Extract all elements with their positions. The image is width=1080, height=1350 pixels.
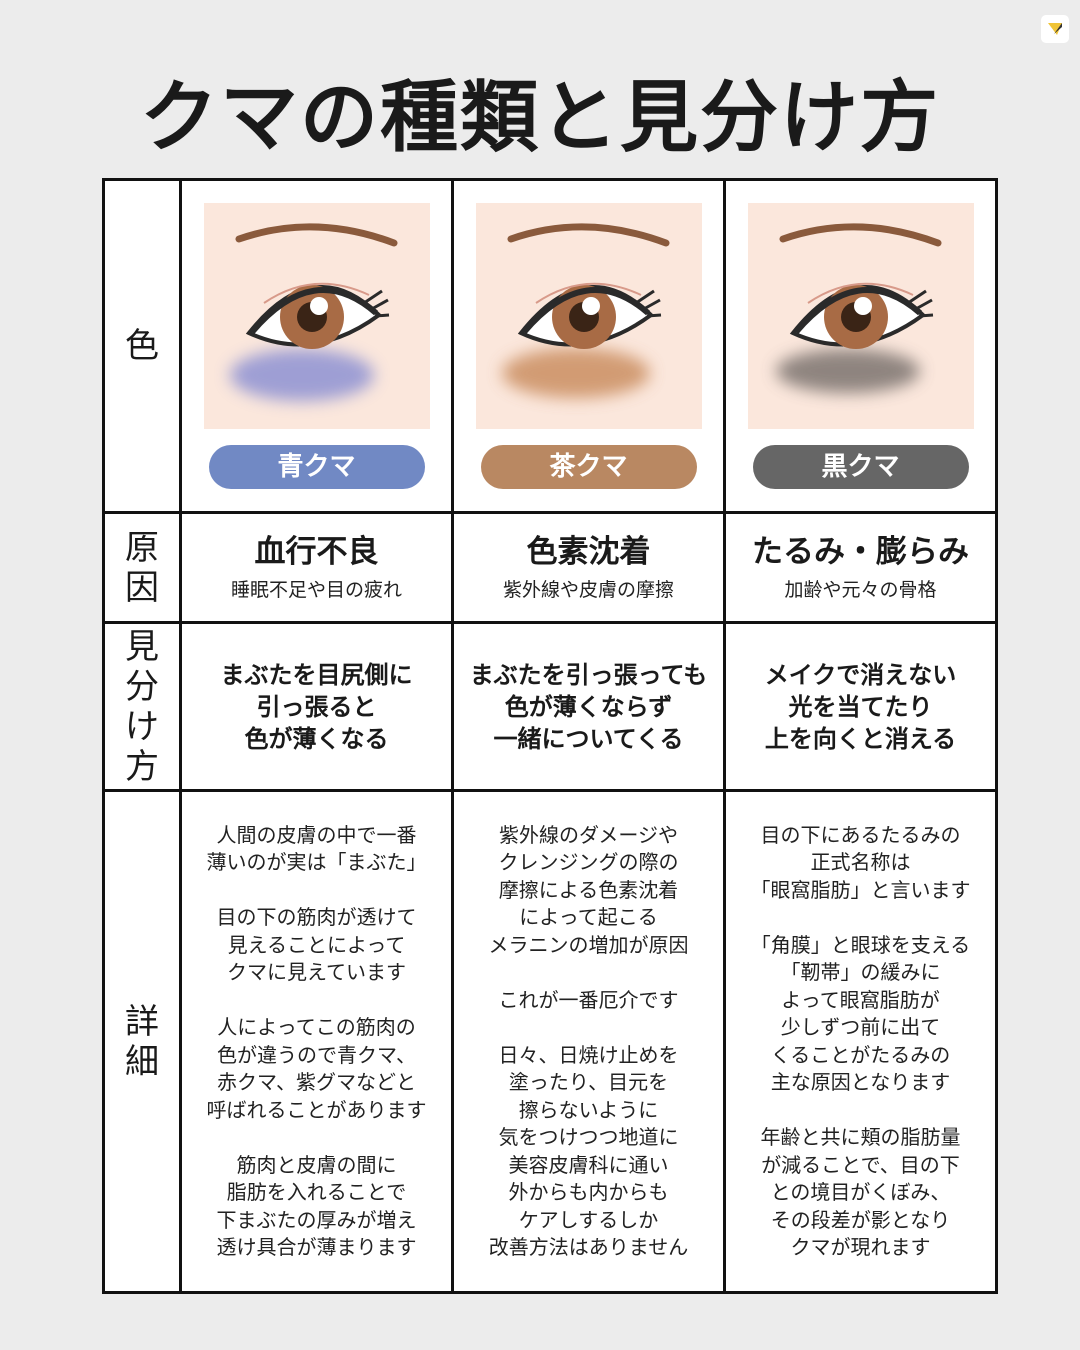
cell-howto-black: メイクで消えない 光を当てたり 上を向くと消える xyxy=(723,621,998,792)
cause-subtitle: 加齢や元々の骨格 xyxy=(784,578,937,601)
label-black-kuma: 黒クマ xyxy=(752,445,969,489)
howto-text: まぶたを引っ張っても 色が薄くならず 一緒についてくる xyxy=(469,660,708,753)
cell-detail-brown: 紫外線のダメージや クレンジングの際の 摩擦による色素沈着 によって起こる メラ… xyxy=(451,789,726,1294)
cause-title: 色素沈着 xyxy=(526,533,651,570)
detail-text: 紫外線のダメージや クレンジングの際の 摩擦による色素沈着 によって起こる メラ… xyxy=(488,822,689,1260)
cell-detail-blue: 人間の皮膚の中で一番 薄いのが実は「まぶた」 目の下の筋肉が透けて 見えることに… xyxy=(179,789,454,1294)
cell-detail-black: 目の下にあるたるみの 正式名称は 「眼窩脂肪」と言います 「角膜」と眼球を支える… xyxy=(723,789,998,1294)
row-howto: 見分け方 まぶたを目尻側に 引っ張ると 色が薄くなる まぶたを引っ張っても 色が… xyxy=(102,621,998,792)
row-color: 色 青クマ xyxy=(102,178,998,514)
row-cause: 原因 血行不良 睡眠不足や目の疲れ 色素沈着 紫外線や皮膚の摩擦 たるみ・膨らみ… xyxy=(102,511,998,624)
row-label-color: 色 xyxy=(102,178,182,514)
cell-color-black: 黒クマ xyxy=(723,178,998,514)
brown-eye-illustration-icon xyxy=(475,203,702,429)
logo-mark-icon xyxy=(1041,15,1069,43)
row-label-detail: 詳細 xyxy=(102,789,182,1294)
detail-text: 人間の皮膚の中で一番 薄いのが実は「まぶた」 目の下の筋肉が透けて 見えることに… xyxy=(206,822,427,1260)
detail-text: 目の下にあるたるみの 正式名称は 「眼窩脂肪」と言います 「角膜」と眼球を支える… xyxy=(750,822,971,1260)
row-label-howto: 見分け方 xyxy=(102,621,182,792)
page-title: クマの種類と見分け方 xyxy=(139,73,940,163)
howto-text: メイクで消えない 光を当てたり 上を向くと消える xyxy=(764,660,957,753)
cell-color-blue: 青クマ xyxy=(179,178,454,514)
blue-eye-illustration-icon xyxy=(203,203,430,429)
cell-howto-brown: まぶたを引っ張っても 色が薄くならず 一緒についてくる xyxy=(451,621,726,792)
cell-cause-black: たるみ・膨らみ 加齢や元々の骨格 xyxy=(723,511,998,624)
howto-text: まぶたを目尻側に 引っ張ると 色が薄くなる xyxy=(220,660,413,753)
cell-cause-brown: 色素沈着 紫外線や皮膚の摩擦 xyxy=(451,511,726,624)
cause-subtitle: 睡眠不足や目の疲れ xyxy=(230,578,402,601)
cell-howto-blue: まぶたを目尻側に 引っ張ると 色が薄くなる xyxy=(179,621,454,792)
cause-title: たるみ・膨らみ xyxy=(752,533,969,570)
row-label-cause: 原因 xyxy=(102,511,182,624)
cause-subtitle: 紫外線や皮膚の摩擦 xyxy=(502,578,674,601)
cause-title: 血行不良 xyxy=(254,533,379,570)
comparison-table: 色 青クマ xyxy=(102,178,998,1294)
label-blue-kuma: 青クマ xyxy=(208,445,425,489)
cell-cause-blue: 血行不良 睡眠不足や目の疲れ xyxy=(179,511,454,624)
black-eye-illustration-icon xyxy=(747,203,974,429)
cell-color-brown: 茶クマ xyxy=(451,178,726,514)
label-brown-kuma: 茶クマ xyxy=(480,445,697,489)
row-detail: 詳細 人間の皮膚の中で一番 薄いのが実は「まぶた」 目の下の筋肉が透けて 見える… xyxy=(102,789,998,1294)
